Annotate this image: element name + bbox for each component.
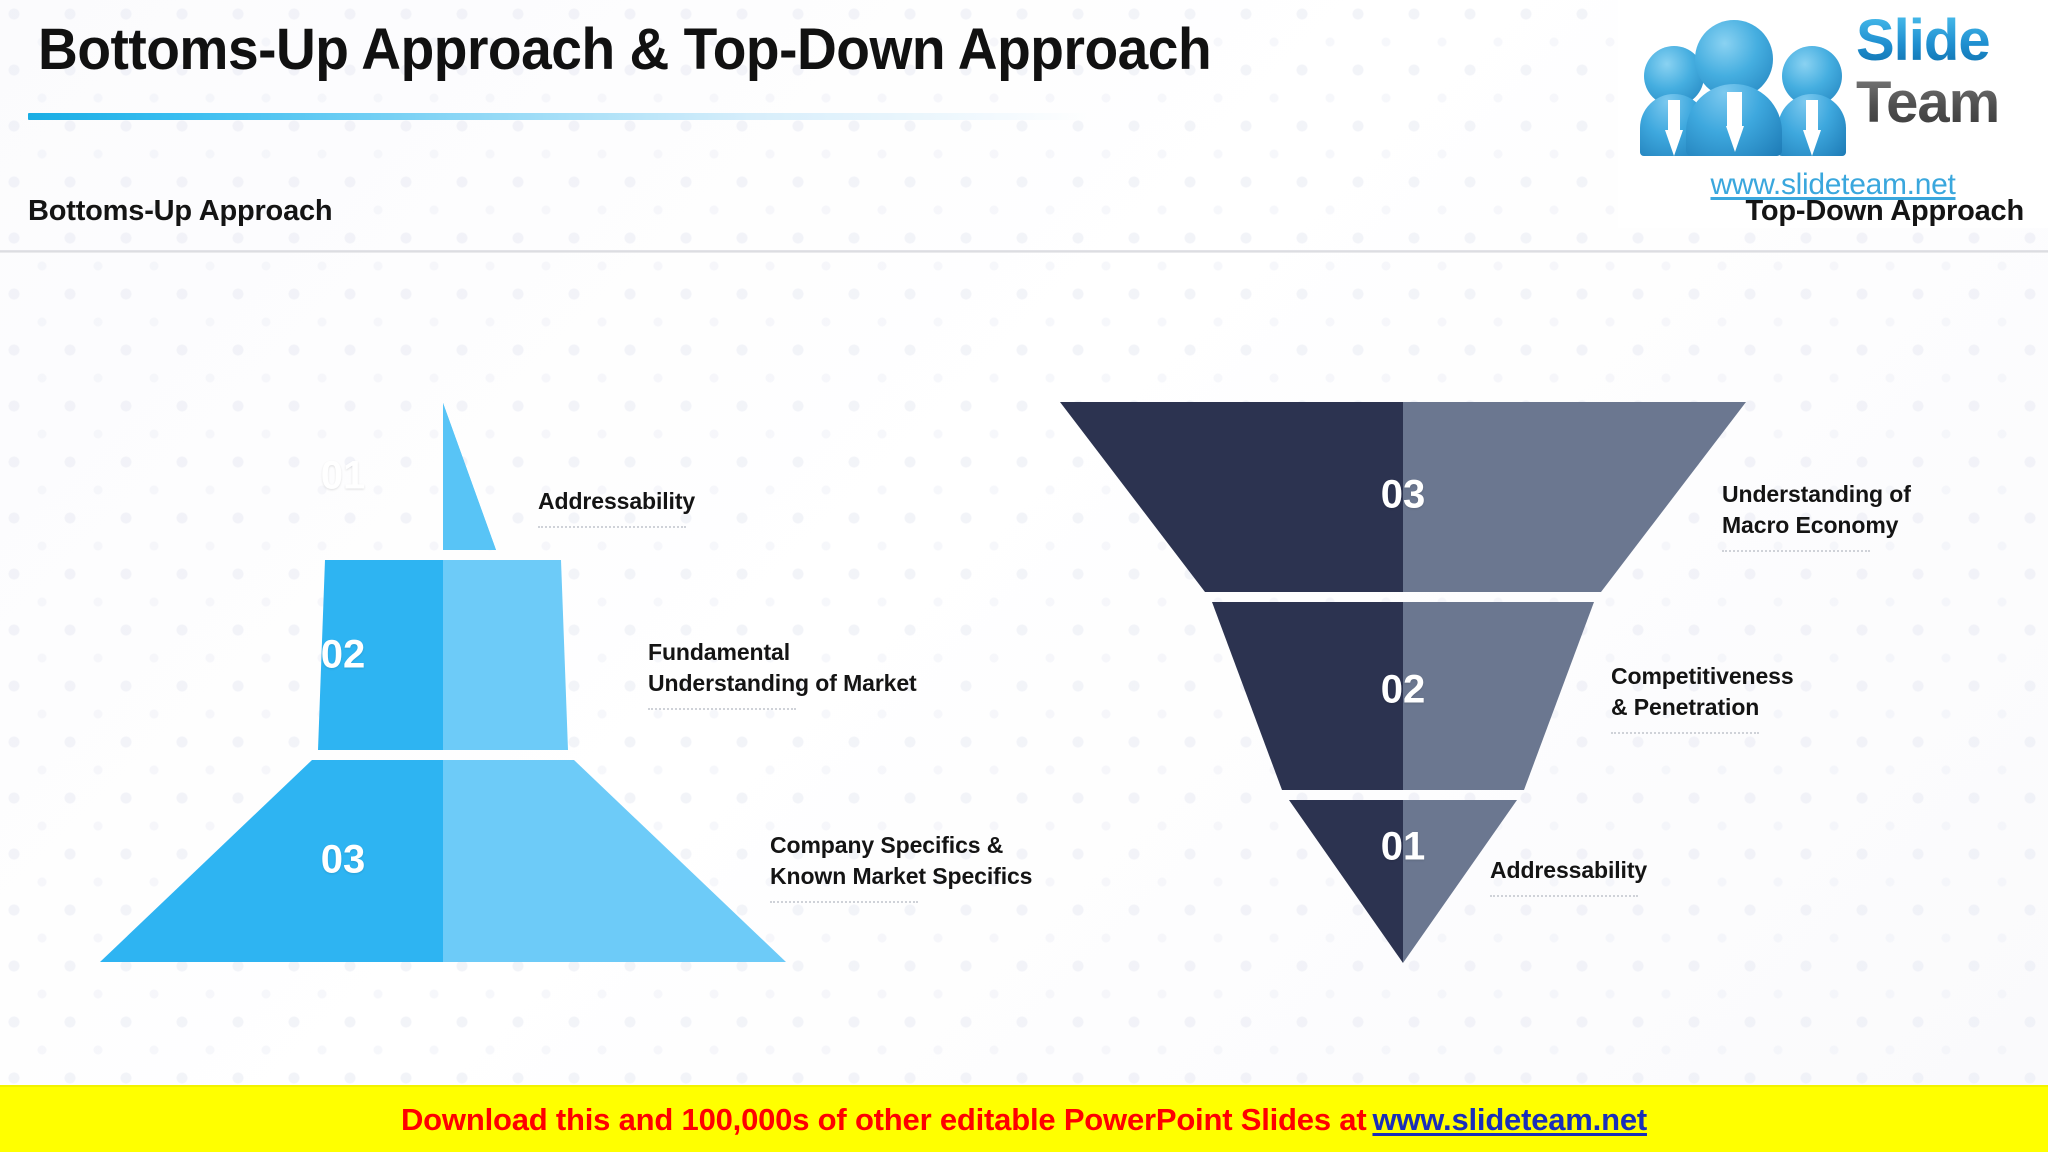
- callout-bottoms-up-02[interactable]: Fundamental Understanding of Market: [648, 637, 917, 710]
- title-accent-rule: [28, 113, 1093, 120]
- funnel-tier3-right[interactable]: [1403, 402, 1746, 592]
- pyramid-tier2-left[interactable]: [318, 560, 443, 750]
- callout-text: Understanding of Macro Economy: [1722, 481, 1911, 538]
- bottoms-up-pyramid: 01 02 03: [100, 400, 786, 965]
- callout-underline: [648, 708, 796, 710]
- callout-text: Fundamental Understanding of Market: [648, 639, 917, 696]
- callout-text: Competitiveness & Penetration: [1611, 663, 1794, 720]
- people-group-icon: [1640, 16, 1850, 156]
- callout-text: Addressability: [538, 488, 696, 514]
- top-down-inverted-pyramid: 03 02 01: [1060, 400, 1746, 965]
- pyramid-tier1-right[interactable]: [443, 403, 496, 550]
- logo-url-link[interactable]: www.slideteam.net: [1710, 168, 1956, 201]
- logo-wordmark: Slide Team: [1856, 10, 2046, 134]
- callout-text: Addressability: [1490, 857, 1648, 883]
- callout-underline: [770, 901, 918, 903]
- funnel-tier2-left[interactable]: [1212, 602, 1403, 790]
- pyramid-svg: [100, 403, 786, 962]
- callout-underline: [1490, 895, 1638, 897]
- callout-underline: [538, 526, 686, 528]
- pyramid-tier2-right[interactable]: [443, 560, 568, 750]
- callout-top-down-02[interactable]: Competitiveness & Penetration: [1611, 661, 1794, 734]
- pyramid-tier3-right[interactable]: [443, 760, 786, 962]
- funnel-tier1-left[interactable]: [1289, 800, 1403, 963]
- funnel-tier2-right[interactable]: [1403, 602, 1594, 790]
- callout-top-down-01[interactable]: Addressability: [1490, 855, 1647, 897]
- funnel-tier3-left[interactable]: [1060, 402, 1403, 592]
- pyramid-tier3-left[interactable]: [100, 760, 443, 962]
- callout-bottoms-up-03[interactable]: Company Specifics & Known Market Specifi…: [770, 830, 1032, 903]
- page-title: Bottoms-Up Approach & Top-Down Approach: [38, 17, 1212, 82]
- promo-footer-text: Download this and 100,000s of other edit…: [401, 1102, 1647, 1138]
- funnel-tier1-right[interactable]: [1403, 800, 1517, 963]
- callout-underline: [1611, 732, 1759, 734]
- callout-top-down-03[interactable]: Understanding of Macro Economy: [1722, 479, 1911, 552]
- slideteam-logo[interactable]: Slide Team www.slideteam.net: [1618, 0, 2048, 228]
- subheading-bottoms-up: Bottoms-Up Approach: [28, 195, 333, 227]
- subheading-top-down: Top-Down Approach: [1745, 195, 2024, 227]
- inverted-pyramid-svg: [1060, 402, 1746, 963]
- callout-underline: [1722, 550, 1870, 552]
- promo-footer-bar: Download this and 100,000s of other edit…: [0, 1085, 2048, 1152]
- callout-bottoms-up-01[interactable]: Addressability: [538, 486, 695, 528]
- promo-footer-link[interactable]: www.slideteam.net: [1372, 1101, 1647, 1137]
- logo-word-team: Team: [1856, 72, 2046, 134]
- promo-footer-message: Download this and 100,000s of other edit…: [401, 1101, 1367, 1137]
- header-divider: [0, 250, 2048, 253]
- callout-text: Company Specifics & Known Market Specifi…: [770, 832, 1033, 889]
- logo-word-slide: Slide: [1856, 10, 2046, 72]
- title-block: Bottoms-Up Approach & Top-Down Approach: [38, 14, 1598, 86]
